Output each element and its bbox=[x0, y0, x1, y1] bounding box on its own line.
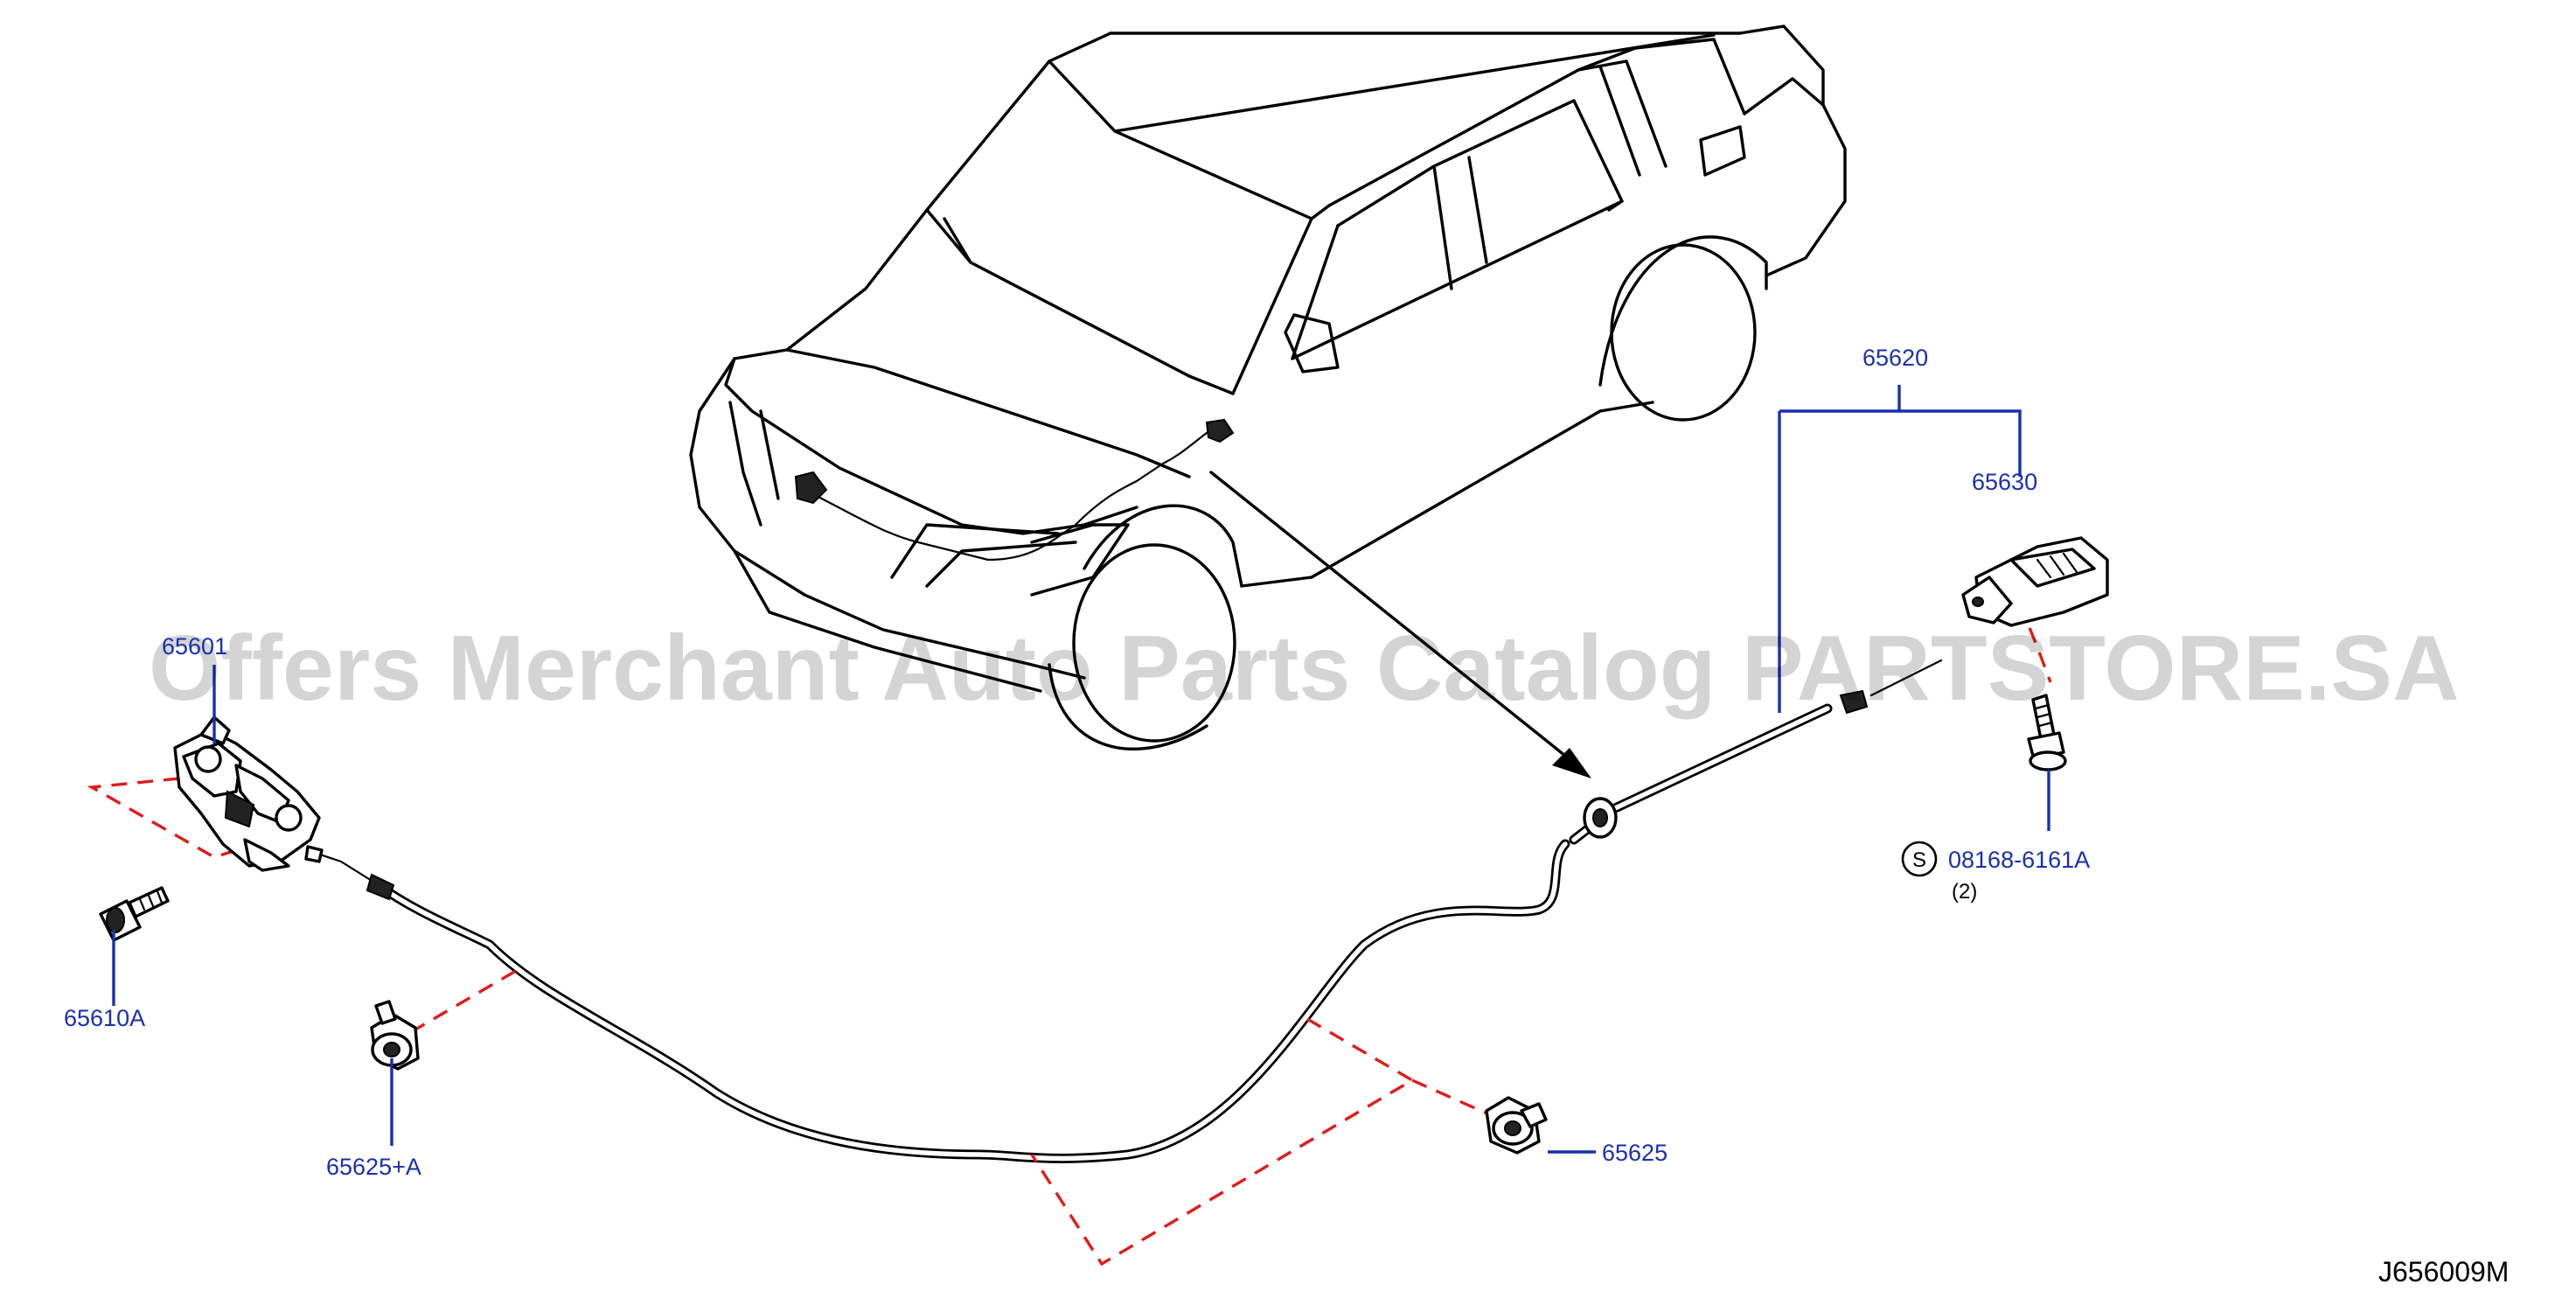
std-part-symbol-letter: S bbox=[1912, 848, 1926, 872]
label-cable-assembly-65620: 65620 bbox=[1862, 345, 1928, 371]
label-clip-65625: 65625 bbox=[1602, 1140, 1667, 1166]
label-clip-65625-a: 65625+A bbox=[326, 1154, 421, 1180]
bolt-65610a bbox=[99, 886, 170, 942]
std-part-symbol: S bbox=[1901, 841, 1938, 877]
hood-release-cable bbox=[304, 659, 1943, 1163]
label-screw-08168-6161a: 08168-6161A bbox=[1948, 847, 2090, 873]
clip-65625 bbox=[1485, 1096, 1548, 1155]
watermark-text: Offers Merchant Auto Parts Catalog PARTS… bbox=[149, 617, 2460, 720]
vehicle-illustration bbox=[689, 24, 1847, 778]
label-handle-65630: 65630 bbox=[1972, 469, 2037, 495]
figure-code: J656009M bbox=[2378, 1256, 2509, 1288]
label-screw-quantity: (2) bbox=[1952, 880, 1977, 904]
hood-lock-assembly bbox=[173, 715, 321, 872]
label-bolt-65610a: 65610A bbox=[64, 1005, 145, 1031]
handle-65630 bbox=[1961, 536, 2109, 627]
callout-leaders bbox=[112, 385, 2050, 1154]
clip-65625-a bbox=[370, 1000, 420, 1071]
label-lock-assembly: 65601 bbox=[162, 633, 227, 659]
